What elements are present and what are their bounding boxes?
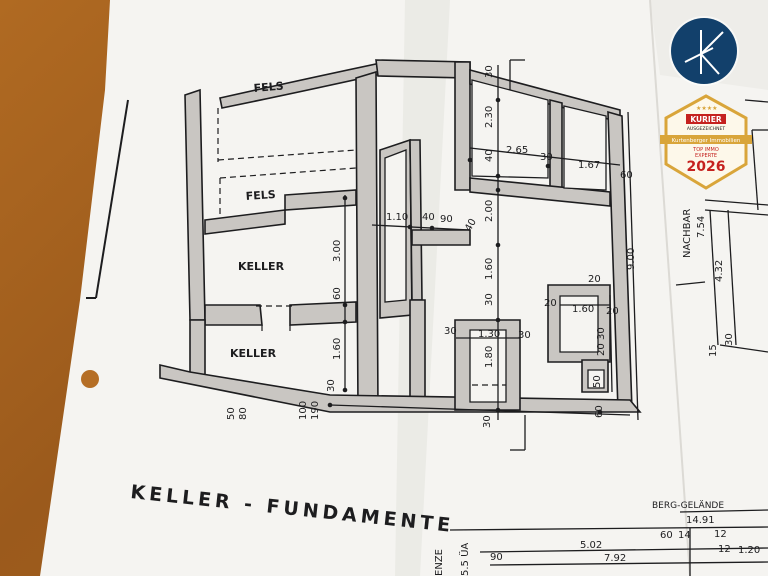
bottom-dim: 1.20 <box>738 545 760 556</box>
room-label-fels-2: FELS <box>245 188 276 203</box>
bottom-dim: 12 <box>714 529 727 540</box>
agency-logo <box>671 18 737 84</box>
dim-label: 30 <box>326 379 337 392</box>
dim-label: 20 <box>596 343 607 356</box>
side-dim: 30 <box>724 333 735 346</box>
badge-sub: AUSGEZEICHNET <box>687 126 726 132</box>
dim-label: 30 <box>482 415 493 428</box>
dim-label: 30 <box>540 152 553 163</box>
dim-label: 30 <box>484 65 495 78</box>
dim-label: 2.30 <box>484 106 495 128</box>
badge-year: 2026 <box>687 159 726 175</box>
dim-label: 20 <box>588 274 601 285</box>
badge-top: KURIER <box>690 115 721 124</box>
dim-label: 50 <box>592 375 603 388</box>
side-dim: 15 <box>708 344 719 357</box>
dim-label: 80 <box>238 407 249 420</box>
dim-label: 30 <box>596 327 607 340</box>
bottom-label-berg: BERG-GELÄNDE <box>652 500 724 511</box>
badge-name: Kurtenberger Immobilien <box>672 138 741 144</box>
bottom-dim: 5.02 <box>580 540 602 551</box>
dim-label: 2.00 <box>484 200 495 222</box>
dim-label: 100 <box>298 401 309 420</box>
dim-label: 30 <box>518 330 531 341</box>
bottom-dim: 7.92 <box>604 553 626 564</box>
dim-label: 60 <box>332 287 343 300</box>
dim-label: 20 <box>606 306 619 317</box>
dim-label: 1.10 <box>386 212 408 223</box>
dim-label: 20 <box>544 298 557 309</box>
dim-label: 1.60 <box>332 338 343 360</box>
award-badge: ★★★★ KURIER AUSGEZEICHNET Kurtenberger I… <box>660 94 752 190</box>
dim-label: 50 <box>226 407 237 420</box>
room-label-fels-1: FELS <box>253 79 284 95</box>
bottom-dim: 12 <box>718 544 731 555</box>
badge-line2: EXPERTE <box>695 153 717 159</box>
dim-label: 40 <box>422 212 435 223</box>
room-label-keller-2: KELLER <box>230 347 277 360</box>
logo-mark-icon <box>684 30 724 75</box>
side-dim: 4.32 <box>714 260 725 282</box>
dim-label: 30 <box>484 293 495 306</box>
dim-label: 30 <box>444 326 457 337</box>
badge-line1: TOP IMMO <box>692 147 719 153</box>
bottom-dim: 5.5 ÜA <box>458 543 471 576</box>
bottom-dim: 14.91 <box>686 515 715 526</box>
side-label-nachbar: NACHBAR <box>682 209 693 258</box>
side-dim: 7.54 <box>696 216 707 238</box>
dim-label: 60 <box>620 170 633 181</box>
dim-label: 1.67 <box>578 160 600 171</box>
star-icon: ★★★★ <box>696 105 718 112</box>
dim-label: 40 <box>484 149 495 162</box>
room-label-keller-1: KELLER <box>238 260 285 273</box>
dim-label: 1.60 <box>484 258 495 280</box>
bottom-label-grenze: ENZE <box>434 549 445 576</box>
dim-label: 9.00 <box>626 248 637 270</box>
dim-label: 3.00 <box>332 240 343 262</box>
dim-label: 1.80 <box>484 346 495 368</box>
punch-hole <box>81 370 99 388</box>
bottom-dim: 90 <box>490 552 503 563</box>
dim-label: 60 <box>594 405 605 418</box>
dim-label: 190 <box>310 401 321 420</box>
bottom-dim: 14 <box>678 530 691 541</box>
dim-label: 2.65 <box>506 145 528 156</box>
dim-label: 1.30 <box>478 329 500 340</box>
dim-label: 1.60 <box>572 304 594 315</box>
bottom-dim: 60 <box>660 530 673 541</box>
dim-label: 90 <box>440 214 453 225</box>
